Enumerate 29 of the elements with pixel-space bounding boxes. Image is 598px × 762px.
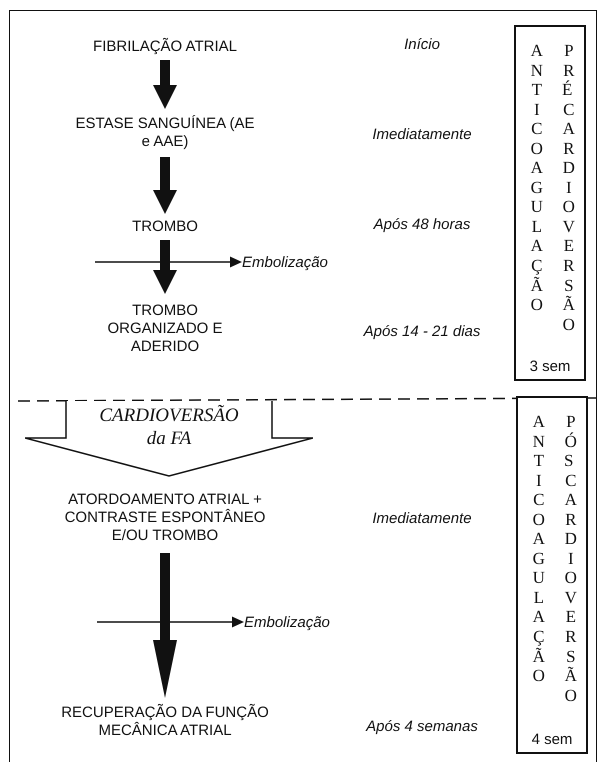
procedure-label: CARDIOVERSÃO da FA <box>99 405 239 451</box>
thick-arrow <box>153 240 177 294</box>
stage-label: FIBRILAÇÃO ATRIAL <box>93 38 237 56</box>
stage-label: TROMBO <box>132 218 198 236</box>
outcome-label: Embolização <box>242 251 352 273</box>
thick-arrow <box>153 157 177 214</box>
vertical-label: ANTICOAGULAÇÃO <box>530 41 544 315</box>
stage-label: RECUPERAÇÃO DA FUNÇÃO MECÂNICA ATRIAL <box>60 704 270 740</box>
duration-label: 3 sem <box>528 358 572 375</box>
vertical-label: PÓS CARDIOVERSÃO <box>564 412 578 706</box>
timing-label: Após 48 horas <box>372 216 472 234</box>
arrow <box>95 256 242 268</box>
timing-label: Imediatamente <box>371 126 473 144</box>
duration-label: 4 sem <box>530 731 574 748</box>
phase-box <box>514 25 586 381</box>
vertical-label: ANTICOAGULAÇÃO <box>532 412 546 686</box>
stage-label: ATORDOAMENTO ATRIAL + CONTRASTE ESPONTÂNEO E/OU TROMBO <box>64 491 266 545</box>
timing-label: Após 14 - 21 dias <box>362 323 482 341</box>
thick-arrow <box>153 553 177 698</box>
thick-arrow <box>153 60 177 109</box>
stage-label: TROMBO ORGANIZADO E ADERIDO <box>106 302 224 356</box>
arrow <box>97 616 244 628</box>
outcome-label: Embolização <box>244 611 354 633</box>
vertical-label: PRÉ CARDIOVERSÃO <box>562 41 576 334</box>
timing-label: Início <box>403 36 441 54</box>
timing-label: Imediatamente <box>371 510 473 528</box>
stage-label: ESTASE SANGUÍNEA (AE e AAE) <box>74 115 256 151</box>
timing-label: Após 4 semanas <box>364 718 479 736</box>
phase-box <box>516 396 588 754</box>
